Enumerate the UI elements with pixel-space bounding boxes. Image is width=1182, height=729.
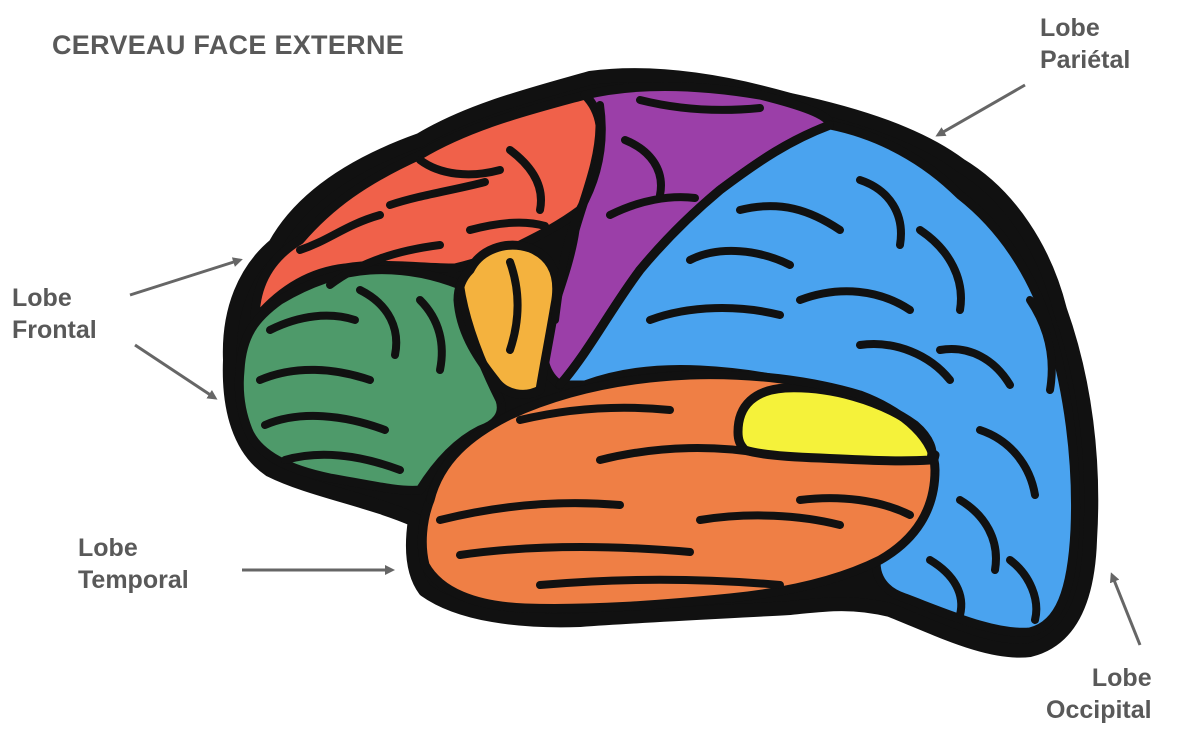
arrow-frontal-upper [130, 260, 240, 295]
arrow-frontal-lower [135, 345, 215, 398]
arrow-parietal [938, 85, 1025, 135]
arrow-occipital [1112, 575, 1140, 645]
